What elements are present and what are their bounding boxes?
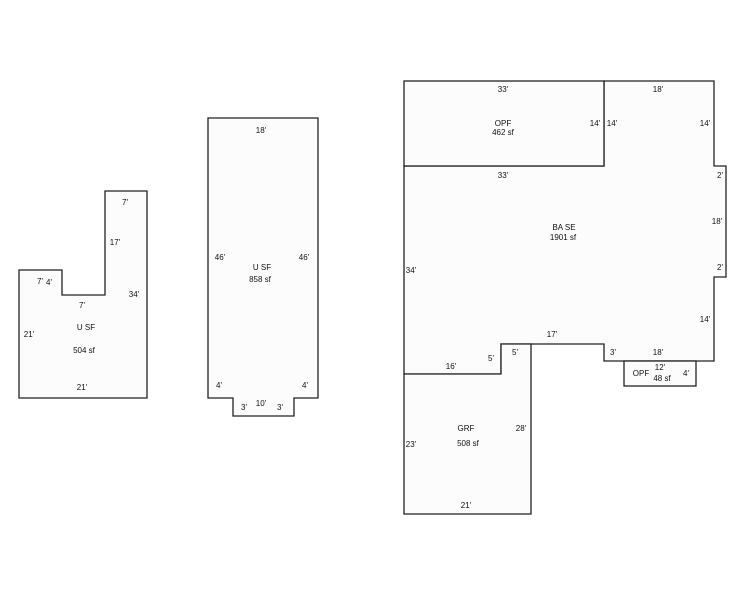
dim-label: 5' (488, 354, 494, 363)
dim-label: 4' (683, 369, 689, 378)
area-name: GRF (458, 424, 475, 433)
dim-label: 18' (653, 348, 664, 357)
area-name: U SF (77, 323, 95, 332)
dim-label: 4' (46, 278, 52, 287)
dim-label: 14' (590, 119, 601, 128)
dim-label: 21' (461, 501, 472, 510)
area-name: U SF (253, 263, 271, 272)
dim-label: 5' (512, 348, 518, 357)
dim-label: 34' (406, 266, 417, 275)
dim-label: 28' (516, 424, 527, 433)
area-opf-top[interactable]: 33' 14' 33' OPF 462 sf (403, 80, 605, 180)
dim-label: 3' (610, 348, 616, 357)
dim-label: 23' (406, 440, 417, 449)
area-opf-small[interactable]: 12' 4' OPF 48 sf (623, 360, 697, 387)
dim-label: 46' (299, 253, 310, 262)
dim-label: 14' (607, 119, 618, 128)
area-name: OPF (495, 119, 512, 128)
area-size: 504 sf (73, 346, 96, 355)
dim-label: 14' (700, 119, 711, 128)
dim-label: 18' (256, 126, 267, 135)
area-size: 508 sf (457, 439, 480, 448)
dim-label: 34' (129, 290, 140, 299)
area-size: 858 sf (249, 275, 272, 284)
opf-small-outline (623, 360, 697, 387)
dim-label: 21' (77, 383, 88, 392)
dim-label: 21' (24, 330, 35, 339)
grf-outline (403, 343, 532, 515)
dim-label: 18' (712, 217, 723, 226)
area-usf-left[interactable]: 7' 17' 34' 7' 4' 7' 21' 21' U SF 504 sf (18, 190, 148, 399)
dim-label: 18' (653, 85, 664, 94)
area-name: BA SE (552, 223, 575, 232)
dim-label: 33' (498, 85, 509, 94)
area-name: OPF (633, 369, 650, 378)
dim-label: 17' (110, 238, 121, 247)
dim-label: 3' (241, 403, 247, 412)
dim-label: 4' (216, 381, 222, 390)
area-size: 48 sf (653, 374, 671, 383)
dim-label: 2' (717, 263, 723, 272)
opf-top-outline (403, 80, 605, 167)
dim-label: 12' (655, 363, 666, 372)
usf-middle-outline (207, 117, 319, 417)
dim-label: 17' (547, 330, 558, 339)
dim-label: 10' (256, 399, 267, 408)
dim-label: 7' (79, 301, 85, 310)
area-size: 1901 sf (550, 233, 577, 242)
area-base[interactable]: 18' 14' 14' 2' 18' 2' 14' 18' 3' 17' 5' … (403, 80, 727, 375)
dim-label: 16' (446, 362, 457, 371)
dim-label: 7' (37, 277, 43, 286)
area-size: 462 sf (492, 128, 515, 137)
dim-label: 3' (277, 403, 283, 412)
dim-label: 2' (717, 171, 723, 180)
dim-label: 46' (215, 253, 226, 262)
area-grf[interactable]: 5' 28' 23' 21' GRF 508 sf (403, 343, 532, 515)
dim-label: 14' (700, 315, 711, 324)
area-usf-middle[interactable]: 18' 46' 46' 4' 4' 3' 10' 3' U SF 858 sf (207, 117, 319, 417)
dim-label: 7' (122, 198, 128, 207)
dim-label: 4' (302, 381, 308, 390)
dim-label: 33' (498, 171, 509, 180)
usf-left-outline (18, 190, 148, 399)
